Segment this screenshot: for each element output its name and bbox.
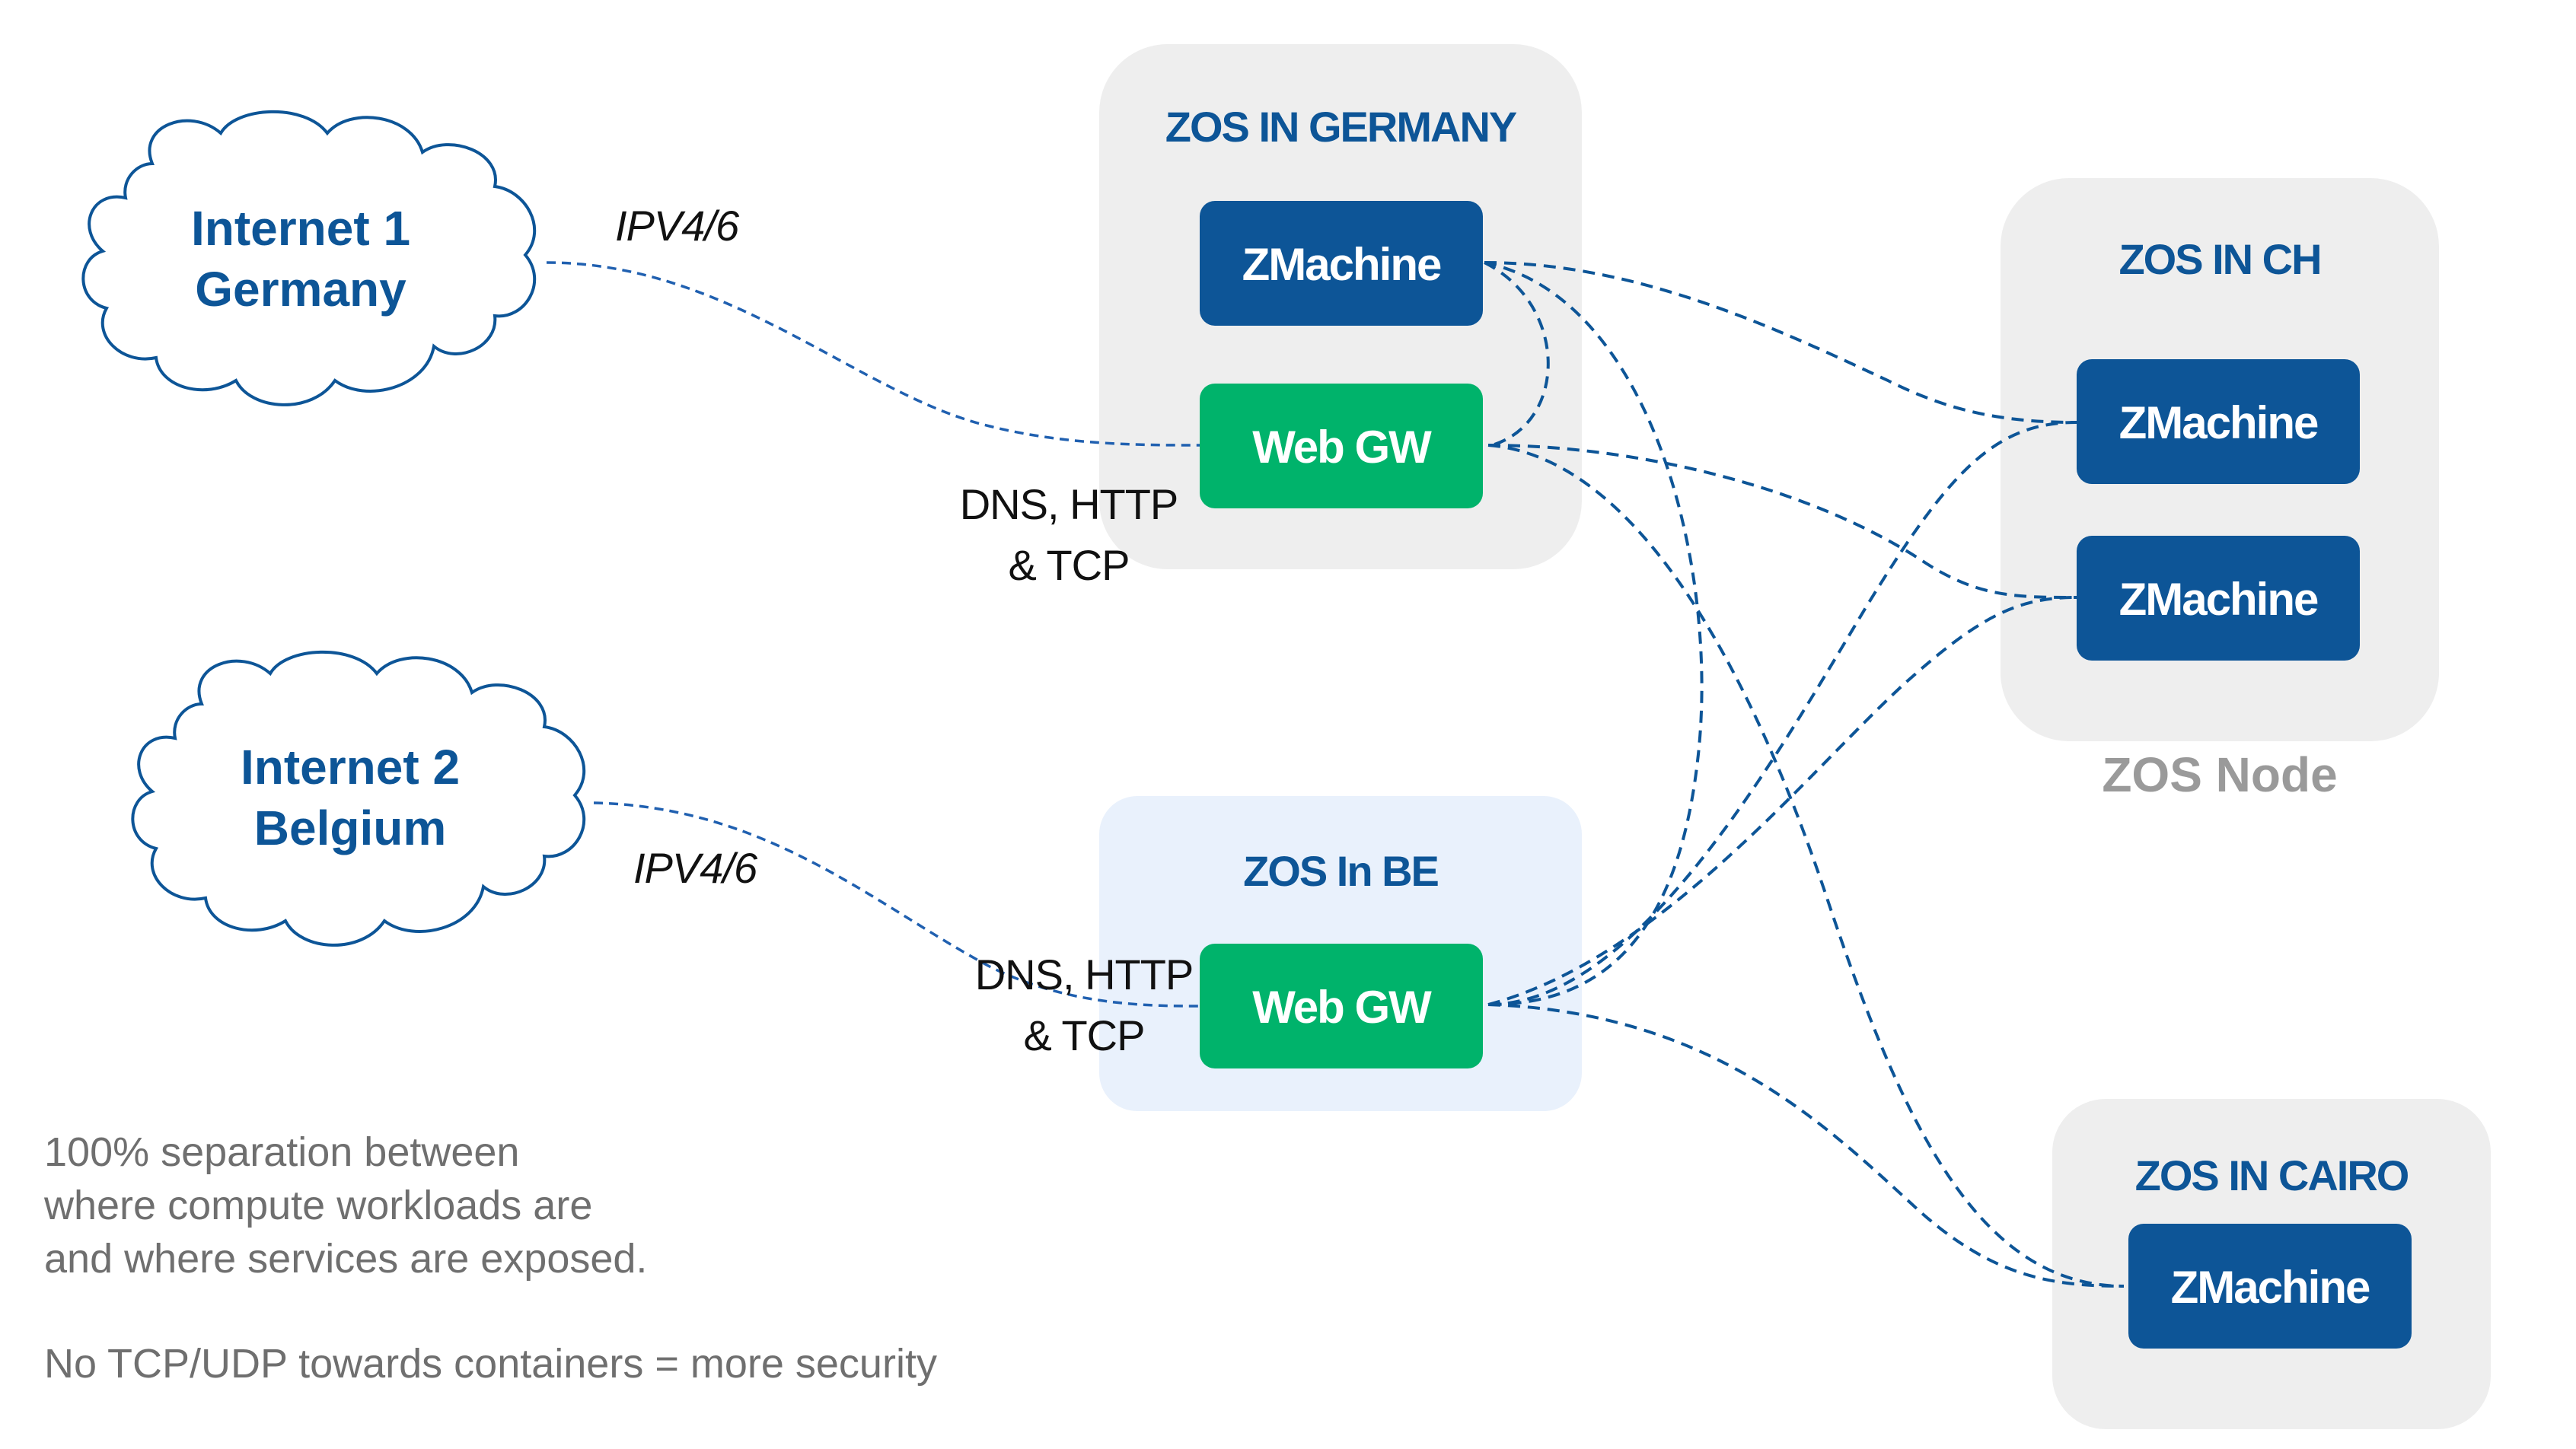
zmachine-ch-2-label: ZMachine (2119, 574, 2318, 625)
proto-label-germany-1: DNS, HTTP (960, 480, 1178, 528)
link-zm-de-webgw-de (1484, 261, 1550, 447)
note-line-2: where compute workloads are (43, 1183, 592, 1228)
cloud-internet-2: Internet 2 Belgium (131, 650, 586, 947)
ip-label-germany: IPV4/6 (615, 202, 740, 250)
note-line-3: and where services are exposed. (44, 1236, 647, 1282)
proto-label-belgium-2: & TCP (1024, 1011, 1145, 1059)
cloud-internet-1-line2: Germany (195, 262, 406, 317)
cloud-internet-2-line2: Belgium (254, 801, 446, 855)
link-webgw-be-zm-ch2 (1487, 596, 2077, 1006)
note-line-1: 100% separation between (44, 1129, 519, 1175)
note-line-4: No TCP/UDP towards containers = more sec… (44, 1341, 937, 1387)
proto-label-germany-2: & TCP (1009, 541, 1130, 589)
link-webgw-be-zm-cairo (1487, 1003, 2125, 1288)
ip-label-belgium: IPV4/6 (633, 844, 758, 892)
zmachine-germany[interactable]: ZMachine (1200, 201, 1483, 326)
node-title-ch: ZOS IN CH (2119, 235, 2320, 283)
link-webgw-de-zm-cairo (1487, 444, 2125, 1288)
cloud-shape (81, 110, 537, 406)
zmachine-ch-2[interactable]: ZMachine (2077, 536, 2360, 661)
webgw-belgium[interactable]: Web GW (1200, 944, 1483, 1068)
cloud-internet-1-line1: Internet 1 (191, 201, 410, 256)
link-webgw-be-zm-ch1 (1487, 421, 2077, 1006)
cloud-shape (131, 650, 586, 947)
proto-label-belgium-1: DNS, HTTP (975, 951, 1194, 998)
zos-node-caption: ZOS Node (2102, 747, 2337, 802)
zmachine-ch-1-label: ZMachine (2119, 397, 2318, 448)
link-zm-de-zm-ch1 (1484, 261, 2077, 424)
link-zm-de-webgw-be (1484, 261, 1704, 1006)
webgw-germany[interactable]: Web GW (1200, 384, 1483, 508)
link-internet2-webgw-be (593, 801, 1200, 1008)
node-title-be: ZOS In BE (1243, 847, 1438, 895)
node-title-germany: ZOS IN GERMANY (1165, 103, 1517, 151)
link-internet1-webgw-de (546, 261, 1200, 447)
cloud-internet-1: Internet 1 Germany (81, 110, 537, 406)
cloud-internet-2-line1: Internet 2 (241, 740, 460, 795)
webgw-germany-label: Web GW (1252, 422, 1432, 473)
zmachine-cairo[interactable]: ZMachine (2128, 1224, 2412, 1349)
connections (546, 261, 2125, 1288)
webgw-belgium-label: Web GW (1252, 982, 1432, 1033)
zmachine-germany-label: ZMachine (1242, 239, 1441, 290)
zmachine-ch-1[interactable]: ZMachine (2077, 359, 2360, 484)
zmachine-cairo-label: ZMachine (2171, 1262, 2370, 1313)
node-title-cairo: ZOS IN CAIRO (2135, 1151, 2409, 1199)
